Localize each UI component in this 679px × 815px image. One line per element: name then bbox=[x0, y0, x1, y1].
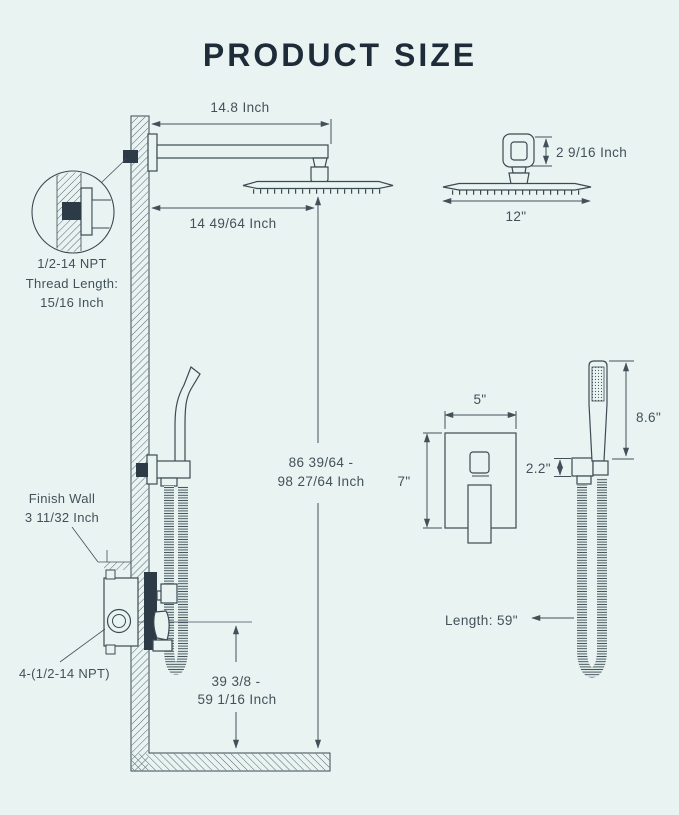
valve-handle-front bbox=[153, 610, 170, 641]
shower-arm bbox=[123, 133, 329, 183]
height-range-dimension: 86 39/64 - 98 27/64 Inch bbox=[277, 196, 364, 749]
plate-width-dimension: 5" bbox=[444, 392, 517, 429]
trim-handle bbox=[467, 484, 492, 544]
finish-wall-line-2: 3 11/32 Inch bbox=[25, 510, 99, 525]
detail-flange bbox=[80, 187, 93, 236]
head-plate-front bbox=[242, 180, 394, 190]
bracket-clamp bbox=[592, 460, 609, 476]
head-width-label: 12" bbox=[505, 209, 526, 224]
valve-ports-label: 4-(1/2-14 NPT) bbox=[19, 666, 110, 681]
valve-inlet-inner bbox=[112, 614, 126, 628]
valve-ports-callout: 4-(1/2-14 NPT) bbox=[19, 628, 110, 681]
plate-width-label: 5" bbox=[473, 392, 486, 407]
hose-connector-front bbox=[160, 477, 178, 487]
hand-shower-front bbox=[136, 366, 201, 487]
finish-wall-callout: Finish Wall 3 11/32 Inch bbox=[25, 491, 131, 570]
hose-connector-side bbox=[576, 475, 592, 485]
hose-length-label: Length: 59" bbox=[445, 613, 518, 628]
valve-height-line-1: 39 3/8 - bbox=[212, 674, 261, 689]
trim-diverter-button bbox=[469, 451, 490, 474]
plate-height-dimension: 7" bbox=[397, 432, 442, 529]
shower-head-front bbox=[242, 180, 394, 194]
wall-hatch bbox=[131, 116, 149, 771]
wand-front bbox=[174, 366, 201, 465]
arm-joint-neck bbox=[312, 157, 328, 168]
side-neck-lower bbox=[508, 172, 530, 185]
hose-length-callout: Length: 59" bbox=[445, 613, 574, 628]
thread-detail-callout: 1/2-14 NPT Thread Length: 15/16 Inch bbox=[26, 158, 127, 310]
bracket-side bbox=[571, 457, 594, 477]
head-thickness-label: 2 9/16 Inch bbox=[556, 145, 627, 160]
detail-thread bbox=[62, 202, 81, 220]
finish-wall-line-1: Finish Wall bbox=[29, 491, 95, 506]
page-title: PRODUCT SIZE bbox=[203, 37, 477, 73]
thread-detail-line-2: Thread Length: bbox=[26, 276, 118, 291]
bracket-height-label: 2.2" bbox=[526, 461, 551, 476]
arm-length-dimension: 14.8 Inch bbox=[151, 100, 332, 144]
bracket-wall-block bbox=[146, 454, 158, 485]
head-offset-dimension: 14 49/64 Inch bbox=[151, 204, 315, 231]
thread-detail-line-3: 15/16 Inch bbox=[40, 295, 104, 310]
finish-wall-hatch bbox=[104, 562, 131, 570]
height-range-line-2: 98 27/64 Inch bbox=[277, 474, 364, 489]
head-width-dimension: 12" bbox=[442, 197, 591, 224]
wand-height-dimension: 8.6" bbox=[609, 360, 661, 460]
shower-head-side bbox=[442, 133, 592, 195]
plate-height-label: 7" bbox=[397, 474, 410, 489]
hand-shower-side bbox=[571, 360, 609, 485]
arm-flange bbox=[147, 133, 158, 172]
valve-height-line-2: 59 1/16 Inch bbox=[197, 692, 276, 707]
wall-and-floor bbox=[130, 115, 331, 772]
bracket-height-dimension: 2.2" bbox=[526, 458, 571, 477]
valve-plate bbox=[144, 572, 157, 650]
wand-height-label: 8.6" bbox=[636, 410, 661, 425]
thread-detail-line-1: 1/2-14 NPT bbox=[37, 256, 106, 271]
arm-length-label: 14.8 Inch bbox=[210, 100, 269, 115]
side-connector-inner bbox=[510, 141, 528, 161]
bracket-wall-thread bbox=[136, 463, 148, 477]
side-neck-upper bbox=[511, 166, 527, 174]
valve-ear-bottom bbox=[105, 644, 116, 655]
arm-bar bbox=[156, 144, 329, 159]
head-thickness-dimension: 2 9/16 Inch bbox=[530, 136, 627, 167]
shower-hose-side bbox=[577, 478, 607, 678]
valve-height-dimension: 39 3/8 - 59 1/16 Inch bbox=[197, 625, 276, 749]
valve-handle-foot bbox=[152, 639, 173, 652]
height-range-line-1: 86 39/64 - bbox=[289, 455, 354, 470]
wand-spray-face bbox=[591, 366, 605, 402]
arm-joint-ball bbox=[310, 166, 329, 183]
rough-in-valve bbox=[103, 569, 252, 655]
detail-arm-stem bbox=[91, 199, 113, 229]
arm-wall-thread bbox=[123, 150, 138, 163]
valve-trim-plate bbox=[444, 432, 517, 544]
valve-knob bbox=[160, 583, 178, 604]
head-offset-label: 14 49/64 Inch bbox=[189, 216, 276, 231]
floor-hatch bbox=[131, 753, 330, 771]
head-plate-side bbox=[442, 182, 592, 191]
valve-ear-top bbox=[105, 569, 116, 580]
